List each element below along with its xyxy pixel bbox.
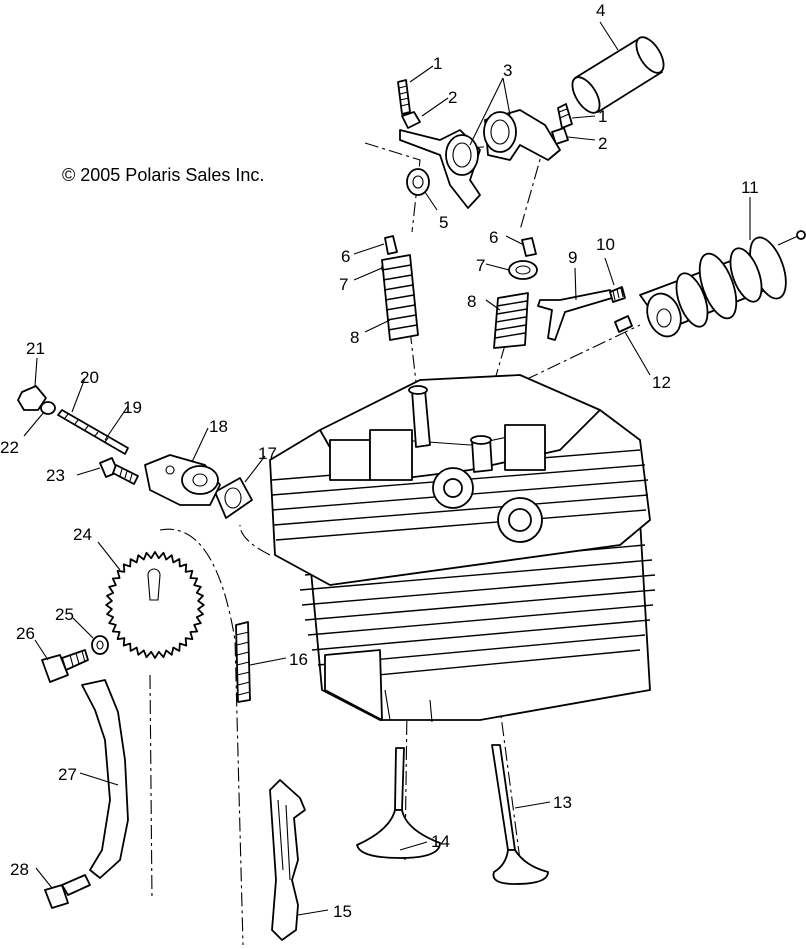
callout-7-left: 7: [339, 275, 348, 294]
callout-18: 18: [209, 417, 228, 436]
callout-25: 25: [55, 605, 74, 624]
camshaft: [639, 230, 806, 338]
callout-3: 3: [503, 61, 512, 80]
adjuster-screws: [397, 79, 573, 145]
callout-8-left: 8: [350, 328, 359, 347]
callout-labels: 1 2 3 4 1 2 5 6 7 8 6 7 8 9 10 11 12 21 …: [0, 1, 759, 921]
valve-springs: [381, 254, 529, 349]
callout-23: 23: [46, 466, 65, 485]
tensioner-blade: [81, 679, 129, 879]
callout-6-right: 6: [489, 228, 498, 247]
callout-22: 22: [0, 438, 19, 457]
callout-1-right: 1: [598, 107, 607, 126]
callout-2-right: 2: [598, 134, 607, 153]
chain-guide: [269, 779, 306, 941]
callout-20: 20: [80, 368, 99, 387]
decompression-lever: [537, 286, 626, 341]
callout-28: 28: [10, 860, 29, 879]
cam-chain: [235, 621, 251, 703]
callout-27: 27: [58, 765, 77, 784]
callout-17: 17: [258, 444, 277, 463]
callout-6-left: 6: [341, 247, 350, 266]
chain-tensioner: [144, 454, 221, 506]
callout-5: 5: [439, 213, 448, 232]
callout-16: 16: [289, 650, 308, 669]
callout-8-right: 8: [467, 292, 476, 311]
callout-14: 14: [431, 832, 450, 851]
tensioner-hardware: [17, 385, 129, 455]
callout-26: 26: [16, 624, 35, 643]
pivot-bolt: [44, 874, 91, 909]
callout-11: 11: [741, 178, 759, 197]
leader-lines: [23, 21, 751, 916]
rocker-shaft: [571, 36, 665, 114]
callout-1-left: 1: [433, 54, 442, 73]
callout-9: 9: [568, 248, 577, 267]
callout-2-left: 2: [448, 88, 457, 107]
valve-keepers: [384, 235, 537, 257]
valves: [356, 744, 549, 885]
thrust-washer: [406, 168, 430, 196]
callout-24: 24: [73, 525, 92, 544]
tensioner-bolt: [99, 457, 139, 485]
callout-4: 4: [596, 1, 605, 20]
callout-15: 15: [333, 902, 352, 921]
copyright-notice: © 2005 Polaris Sales Inc.: [62, 165, 264, 185]
rocker-arms: [399, 109, 561, 209]
cam-sprocket: [105, 551, 205, 659]
sprocket-fasteners: [41, 635, 109, 683]
callout-21: 21: [26, 339, 45, 358]
dowel-pin: [614, 315, 633, 333]
cylinder-head-assembly: [269, 374, 656, 723]
callout-12: 12: [652, 373, 671, 392]
callout-13: 13: [553, 793, 572, 812]
callout-7-right: 7: [476, 256, 485, 275]
tensioner-gasket: [214, 477, 253, 519]
callout-10: 10: [596, 235, 615, 254]
callout-19: 19: [123, 398, 142, 417]
